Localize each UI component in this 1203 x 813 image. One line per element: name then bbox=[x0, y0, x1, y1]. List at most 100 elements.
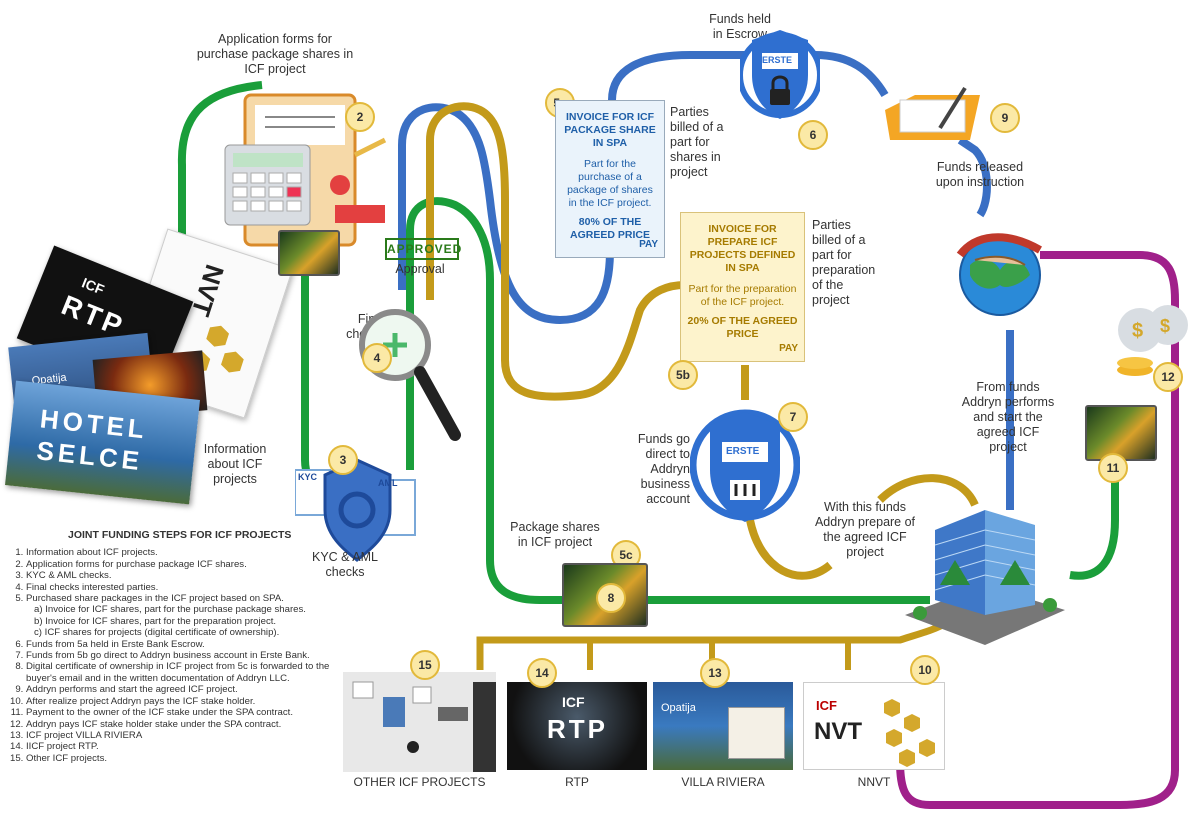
pay-button[interactable]: PAY bbox=[639, 239, 658, 250]
project-label-rtp: RTP bbox=[565, 775, 589, 789]
invoice-5a-percent: 80% OF THE AGREED PRICE bbox=[570, 216, 650, 241]
step-item: Addryn pays ICF stake holder stake under… bbox=[26, 719, 343, 730]
parties-billed-b-label: Parties billed of a part for preparation… bbox=[812, 218, 876, 307]
step-marker-6: 6 bbox=[798, 120, 828, 150]
step-item: Application forms for purchase package I… bbox=[26, 559, 343, 570]
step-item: Addryn performs and start the agreed ICF… bbox=[26, 684, 343, 695]
blue-route bbox=[608, 51, 745, 101]
invoice-5a-body: Part for the purchase of a package of sh… bbox=[567, 158, 653, 209]
nnvt-project-card[interactable]: ICF NVT bbox=[803, 682, 945, 770]
erste-bank-logo: ERSTE bbox=[726, 446, 760, 457]
svg-text:$: $ bbox=[1160, 316, 1170, 336]
green-route bbox=[177, 81, 263, 235]
step-marker-5b: 5b bbox=[668, 360, 698, 390]
other-projects-card[interactable] bbox=[343, 672, 496, 772]
project-label-nnvt: NNVT bbox=[857, 775, 891, 789]
svg-text:$: $ bbox=[1132, 320, 1143, 342]
step-marker-7: 7 bbox=[778, 402, 808, 432]
invoice-5b: INVOICE FOR PREPARE ICF PROJECTS DEFINED… bbox=[680, 212, 805, 362]
icf-logo: ICF bbox=[562, 694, 585, 710]
process-diagram-image bbox=[343, 672, 496, 772]
step-subitem: a) Invoice for ICF shares, part for the … bbox=[34, 604, 306, 616]
step-item: Purchased share packages in the ICF proj… bbox=[26, 593, 343, 639]
folder-signing-icon bbox=[885, 86, 980, 140]
step-marker-13: 13 bbox=[700, 658, 730, 688]
step-item: KYC & AML checks. bbox=[26, 570, 343, 581]
step-marker-12: 12 bbox=[1153, 362, 1183, 392]
aml-tag: AML bbox=[378, 478, 398, 488]
invoice-5b-percent: 20% OF THE AGREED PRICE bbox=[687, 315, 798, 340]
rtp-project-card[interactable]: ICF RTP bbox=[507, 682, 647, 770]
gold-route bbox=[746, 519, 833, 580]
project-label-villa: VILLA RIVIERA bbox=[681, 775, 765, 789]
with-funds-label: With this funds Addryn prepare of the ag… bbox=[814, 500, 916, 559]
step-item: Final checks interested parties. bbox=[26, 582, 343, 593]
step-marker-11: 11 bbox=[1098, 453, 1128, 483]
hotel-selce-card: HOTEL SELCE bbox=[5, 380, 200, 505]
parties-billed-a-label: Parties billed of a part for shares in p… bbox=[670, 105, 724, 179]
funds-held-label: Funds held in Escrow bbox=[709, 12, 771, 41]
funds-released-label: Funds released upon instruction bbox=[935, 160, 1025, 189]
villa-riviera-card[interactable]: Opatija bbox=[653, 682, 793, 770]
office-building-icon bbox=[905, 510, 1065, 645]
gold-route bbox=[426, 102, 686, 401]
approved-stamp: APPROVED bbox=[385, 238, 461, 260]
step-item: Payment to the owner of the ICF stake un… bbox=[26, 707, 343, 718]
step-marker-15: 15 bbox=[410, 650, 440, 680]
invoice-5a-title: INVOICE FOR ICF PACKAGE SHARE IN SPA bbox=[564, 111, 656, 149]
step-item: Other ICF projects. bbox=[26, 753, 343, 764]
globe-handshake-icon bbox=[956, 233, 1042, 316]
package-shares-label: Package shares in ICF project bbox=[510, 520, 600, 549]
document-folder bbox=[278, 230, 340, 276]
step-marker-3: 3 bbox=[328, 445, 358, 475]
gold-route bbox=[877, 474, 979, 507]
project-label-other: OTHER ICF PROJECTS bbox=[353, 775, 486, 789]
business-account-shield-icon bbox=[690, 409, 800, 522]
step-marker-10: 10 bbox=[910, 655, 940, 685]
rtp-card-title: RTP bbox=[547, 714, 608, 744]
green-route bbox=[406, 197, 930, 604]
invoice-5b-body: Part for the preparation of the ICF proj… bbox=[688, 283, 797, 308]
blue-route bbox=[814, 51, 889, 98]
step-item: Funds from 5b go direct to Addryn busine… bbox=[26, 650, 343, 661]
erste-bank-logo: ERSTE bbox=[762, 55, 793, 65]
step-item: Funds from 5a held in Erste Bank Escrow. bbox=[26, 639, 343, 650]
document-folder bbox=[1085, 405, 1157, 461]
clipboard-calculator-icon bbox=[224, 93, 387, 247]
map-thumbnail bbox=[728, 707, 785, 759]
step-item: Information about ICF projects. bbox=[26, 547, 343, 558]
step-item: After realize project Addryn pays the IC… bbox=[26, 696, 343, 707]
step-item: ICF project VILLA RIVIERA bbox=[26, 730, 343, 741]
step-marker-14: 14 bbox=[527, 658, 557, 688]
kyc-aml-label: KYC & AML checks bbox=[312, 550, 378, 579]
nvt-card-title: NVT bbox=[814, 718, 862, 745]
icf-logo: ICF bbox=[816, 698, 837, 713]
step-item-text: Purchased share packages in the ICF proj… bbox=[26, 593, 284, 605]
step-marker-2: 2 bbox=[345, 102, 375, 132]
hexagon-pattern-icon bbox=[884, 699, 935, 767]
information-label: Information about ICF projects bbox=[203, 442, 267, 486]
opatija-label: Opatija bbox=[661, 702, 696, 714]
steps-title: JOINT FUNDING STEPS FOR ICF PROJECTS bbox=[68, 529, 292, 541]
from-funds-label: From funds Addryn performs and start the… bbox=[961, 380, 1055, 454]
blue-route bbox=[957, 136, 991, 218]
purple-route bbox=[896, 251, 1179, 809]
kyc-tag: KYC bbox=[298, 472, 318, 482]
step-subitem: c) ICF shares for projects (digital cert… bbox=[34, 627, 280, 639]
invoice-5b-title: INVOICE FOR PREPARE ICF PROJECTS DEFINED… bbox=[689, 223, 796, 274]
magnifier-icon bbox=[359, 309, 461, 441]
approval-label: Approval bbox=[395, 262, 445, 276]
money-bags-icon: $ $ bbox=[1117, 305, 1188, 376]
step-marker-9: 9 bbox=[990, 103, 1020, 133]
funding-steps-list: JOINT FUNDING STEPS FOR ICF PROJECTS Inf… bbox=[8, 529, 343, 764]
step-item: IICF project RTP. bbox=[26, 741, 343, 752]
step-subitem: b) Invoice for ICF shares, part for the … bbox=[34, 615, 277, 627]
pay-button[interactable]: PAY bbox=[779, 343, 798, 354]
invoice-5a: INVOICE FOR ICF PACKAGE SHARE IN SPA Par… bbox=[555, 100, 665, 258]
application-forms-label: Application forms for purchase package s… bbox=[196, 32, 354, 76]
escrow-shield-icon bbox=[740, 30, 820, 119]
step-marker-8: 8 bbox=[596, 583, 626, 613]
blue-route bbox=[398, 103, 614, 325]
